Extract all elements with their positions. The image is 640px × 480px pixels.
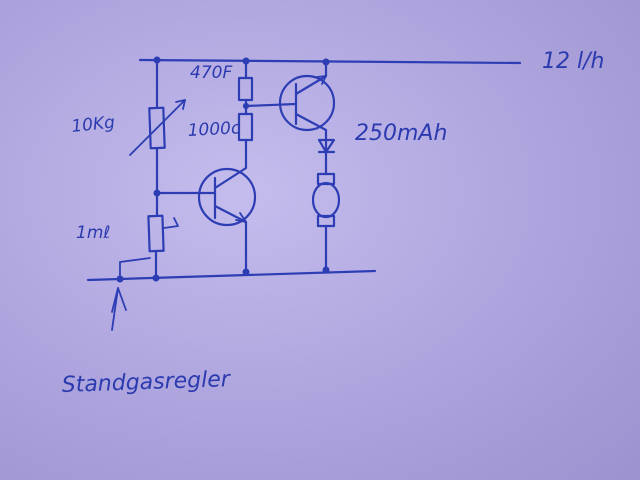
motor (311, 181, 341, 219)
component-470f (237, 76, 254, 102)
wire-power-base (244, 102, 298, 108)
label-pot-10k: 10Kg (70, 113, 116, 137)
wiper-link (119, 257, 151, 281)
ground-rail (86, 269, 377, 282)
caption-standgasregler: Standgasregler (61, 367, 232, 398)
junction-dot (116, 275, 124, 283)
label-1000c: 1000c (187, 118, 241, 141)
power-transistor-body (278, 74, 336, 132)
junction-dot (153, 189, 161, 197)
potentiometer-1m (147, 214, 165, 253)
junction-dot (242, 268, 250, 276)
label-pot-1m: 1mℓ (76, 223, 110, 243)
driver-collector (213, 138, 248, 190)
label-250mah: 250mAh (355, 121, 447, 146)
junction-dot (242, 57, 250, 65)
junction-dot (242, 102, 250, 110)
junction-dot (153, 56, 161, 64)
label-470f: 470F (190, 63, 232, 83)
emitter-arrow (235, 212, 247, 223)
power-emitter-arrow (316, 75, 327, 85)
junction-dot (322, 58, 330, 66)
resistor-1000 (237, 112, 254, 142)
pot-adjust-arrowhead (175, 99, 186, 110)
junction-dot (152, 274, 160, 282)
diode (317, 138, 336, 154)
wiper-1m (163, 217, 179, 229)
label-supply: 12 l/h (542, 49, 604, 74)
power-collector (294, 112, 328, 152)
pot-adjust-arrow (129, 99, 186, 156)
caption-pointer-head (111, 287, 127, 313)
driver-transistor-body (197, 167, 257, 227)
supply-rail (138, 58, 522, 65)
junction-dot (322, 266, 330, 274)
